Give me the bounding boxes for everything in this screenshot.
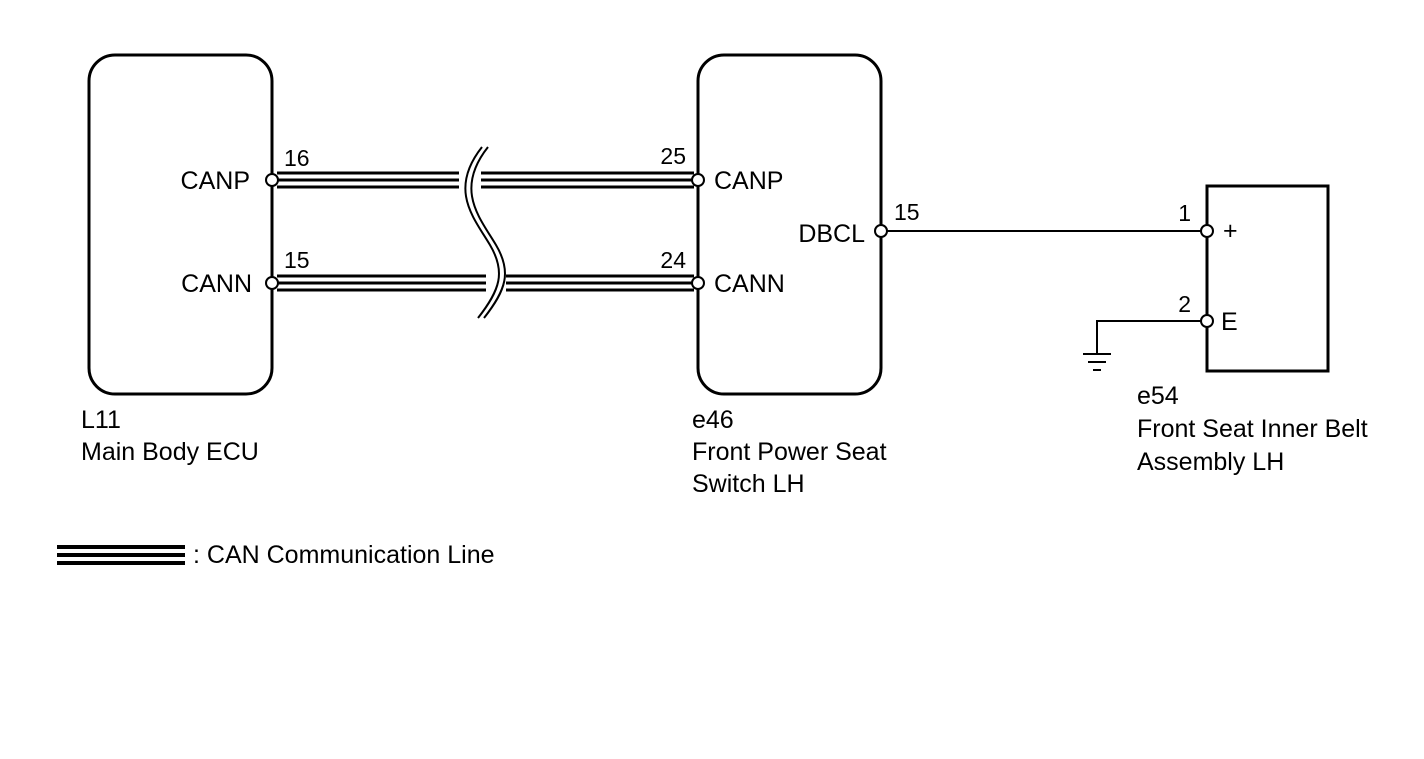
e54-plus-pin: 1 [1178,200,1191,226]
terminal-e54-plus [1200,224,1214,238]
e54-e-pin: 2 [1178,291,1191,317]
e54-name-line2: Assembly LH [1137,448,1284,476]
legend-text: : CAN Communication Line [193,541,495,569]
terminal-e46-cann [691,276,705,290]
e54-e-label: E [1221,308,1238,336]
front-seat-inner-belt-assembly-box [1205,184,1330,373]
e54-code: e54 [1137,382,1179,410]
main-body-ecu-box [87,53,274,396]
terminal-e46-canp [691,173,705,187]
e54-name-line1: Front Seat Inner Belt [1137,415,1368,443]
e46-cann-pin: 24 [660,247,686,273]
l11-canp-label: CANP [181,167,250,195]
e46-name-line1: Front Power Seat [692,438,887,466]
ground-wire [1096,320,1201,353]
e54-plus-label: + [1223,217,1238,245]
e46-dbcl-pin: 15 [894,199,920,225]
l11-cann-pin: 15 [284,247,310,273]
ground-icon [1083,353,1111,371]
l11-canp-pin: 16 [284,145,310,171]
e46-code: e46 [692,406,734,434]
can-bus-canp [277,171,694,189]
can-line-symbol [57,545,185,565]
terminal-e46-dbcl [874,224,888,238]
e46-canp-label: CANP [714,167,783,195]
e46-canp-pin: 25 [660,143,686,169]
l11-name: Main Body ECU [81,438,259,466]
l11-cann-label: CANN [181,270,252,298]
e46-cann-label: CANN [714,270,785,298]
e46-name-line2: Switch LH [692,470,805,498]
terminal-l11-canp [265,173,279,187]
wire-break-icon [464,146,507,319]
e46-dbcl-label: DBCL [798,220,865,248]
terminal-l11-cann [265,276,279,290]
terminal-e54-e [1200,314,1214,328]
l11-code: L11 [81,406,121,434]
can-bus-cann [277,274,694,292]
